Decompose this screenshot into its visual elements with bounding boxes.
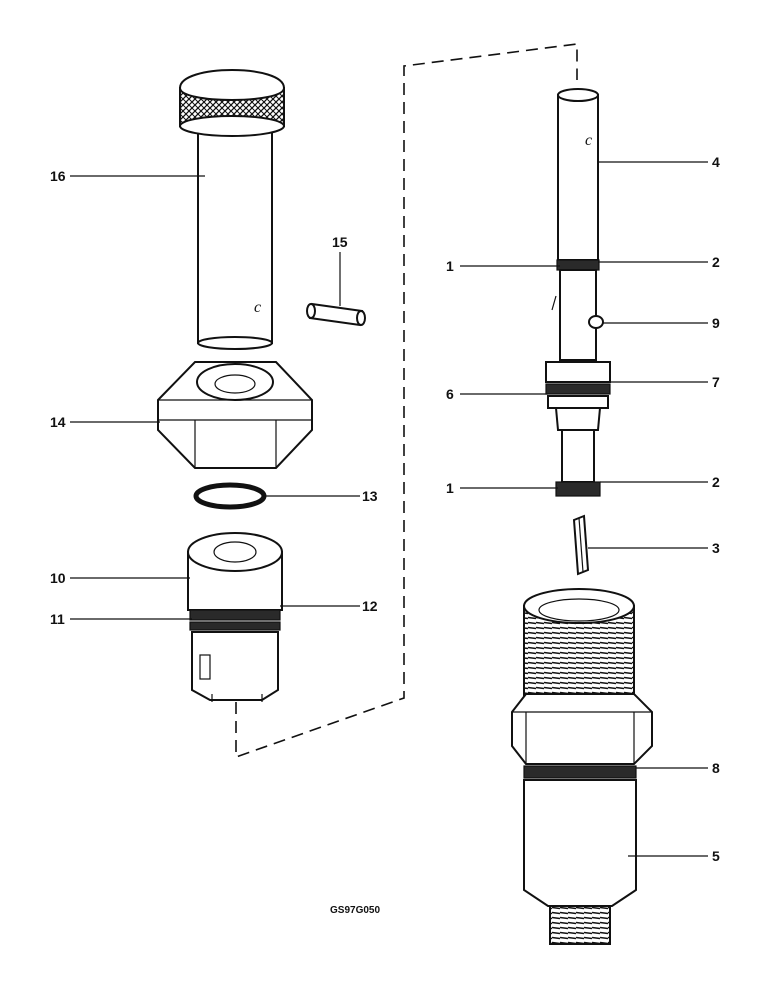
callout-6: 6: [446, 386, 454, 402]
callout-1-lower: 1: [446, 480, 454, 496]
callout-3: 3: [712, 540, 720, 556]
part-15-pin: [306, 302, 366, 327]
callout-8: 8: [712, 760, 720, 776]
drawing-code: GS97G050: [330, 905, 380, 916]
callout-2-upper: 2: [712, 254, 720, 270]
callout-9: 9: [712, 315, 720, 331]
part-3-key: [572, 514, 590, 576]
leader-lines: [70, 161, 708, 857]
part-16-knurled-sleeve: c: [178, 69, 286, 350]
callout-7: 7: [712, 374, 720, 390]
callout-4: 4: [712, 154, 720, 170]
part-5-housing: [511, 588, 653, 945]
part-4-spool: c: [545, 88, 611, 497]
callout-12: 12: [362, 598, 378, 614]
callout-13: 13: [362, 488, 378, 504]
svg-text:c: c: [254, 299, 261, 316]
callout-16: 16: [50, 168, 66, 184]
callout-15: 15: [332, 234, 348, 250]
assembly-path-line: [235, 43, 578, 759]
part-13-o-ring: [193, 482, 267, 510]
callout-10: 10: [50, 570, 66, 586]
callout-5: 5: [712, 848, 720, 864]
callout-14: 14: [50, 414, 66, 430]
callout-11: 11: [50, 611, 65, 627]
callout-2-lower: 2: [712, 474, 720, 490]
part-10-valve-body: [187, 532, 283, 702]
svg-text:c: c: [585, 132, 592, 149]
part-14-hex-nut: [157, 361, 313, 469]
callout-1-upper: 1: [446, 258, 454, 274]
